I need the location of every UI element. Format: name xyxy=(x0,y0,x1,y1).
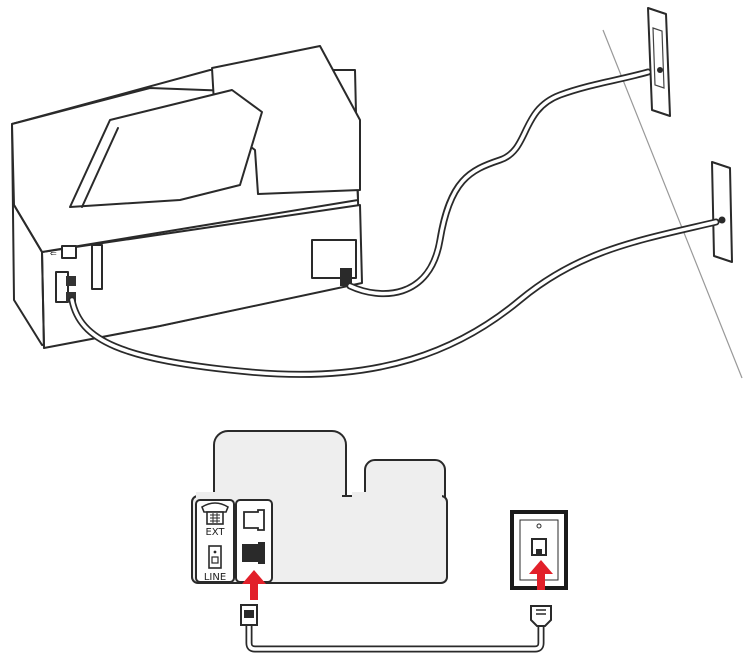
ext-port-label: EXT xyxy=(205,527,225,538)
wall-power-outlet xyxy=(647,7,671,117)
ext-port xyxy=(243,509,265,531)
port-panel xyxy=(195,499,235,583)
power-socket-icon xyxy=(311,239,357,286)
wall-edge-line xyxy=(602,29,743,379)
rj11-plug-icon xyxy=(530,605,552,627)
telephone-cable xyxy=(245,618,545,653)
wall-phone-jack xyxy=(711,161,733,263)
wall-jack-socket xyxy=(531,538,547,556)
line-port xyxy=(242,542,265,564)
wall-jack-icon xyxy=(208,545,222,569)
printer-rear-illustration: ⇐ xyxy=(11,7,743,379)
usb-port-icon: ⇐ xyxy=(50,245,77,259)
svg-text:⇐: ⇐ xyxy=(50,249,57,258)
telephone-icon xyxy=(201,502,229,525)
fax-connection-schematic: EXT LINE xyxy=(191,430,568,653)
line-port-label: LINE xyxy=(204,572,226,583)
rj11-plug-icon xyxy=(240,604,258,626)
insert-arrow-icon xyxy=(242,570,266,600)
rear-slot xyxy=(91,244,103,290)
paper-support-tray xyxy=(69,89,263,208)
insert-arrow-icon xyxy=(529,560,553,590)
